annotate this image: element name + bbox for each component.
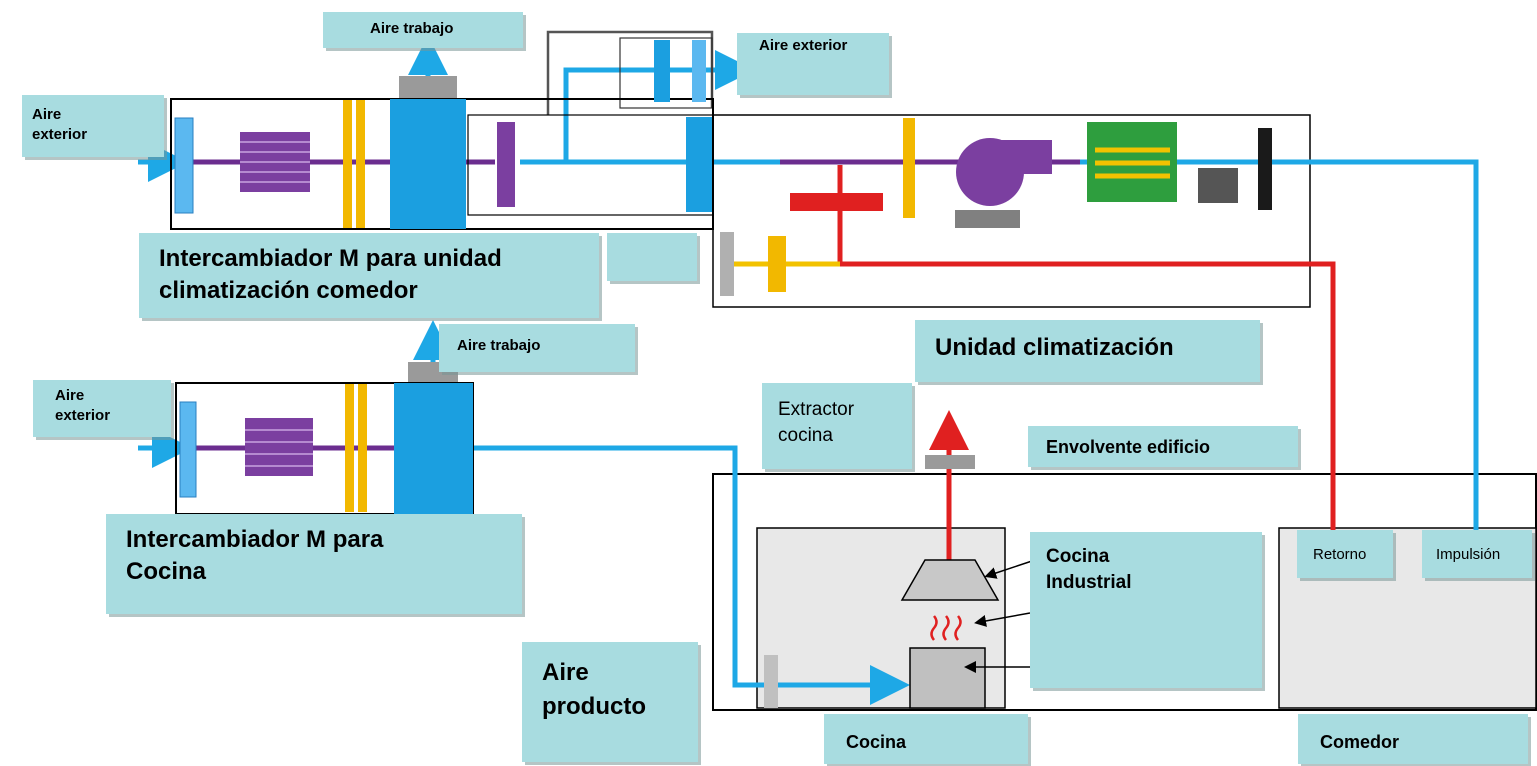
filter-icon (345, 384, 354, 512)
label-aire-exterior-1: Aire exterior (22, 95, 164, 157)
label-comedor: Comedor (1298, 714, 1528, 764)
label-cocina: Cocina (824, 714, 1028, 764)
filter-icon (179, 401, 197, 498)
filter-icon (1258, 128, 1272, 210)
label-envolvente-edificio: Envolvente edificio (1028, 426, 1298, 467)
cooling-tower-icon (394, 383, 473, 514)
label-intercambiador-comedor: Intercambiador M para unidad climatizaci… (139, 233, 599, 318)
heat-exchanger-icon (245, 418, 313, 476)
damper-icon (497, 122, 515, 207)
heat-waves-icon (930, 615, 962, 641)
label-aire-exterior-2: Aire exterior (33, 380, 171, 437)
damper-icon (790, 193, 883, 211)
damper-icon (654, 40, 670, 102)
filter-icon (356, 100, 365, 228)
filter-icon (174, 117, 194, 214)
label-impulsion: Impulsión (1422, 530, 1532, 578)
label-unidad-climatizacion: Unidad climatización (915, 320, 1260, 382)
filter-icon (358, 384, 367, 512)
hood-icon (900, 559, 1000, 601)
label-extractor-cocina: Extractor cocina (762, 383, 912, 469)
label-retorno: Retorno (1297, 530, 1393, 578)
filter-icon (692, 40, 706, 102)
stove-icon (909, 647, 986, 709)
fan-icon (399, 76, 457, 98)
damper-icon (768, 236, 786, 292)
cooling-tower-icon (390, 99, 466, 229)
label-aire-exterior-top: Aire exterior (737, 33, 889, 95)
filter-icon (720, 232, 734, 296)
label-aire-producto: Aire producto (522, 642, 698, 762)
kitchen-exhaust (925, 410, 975, 560)
heat-exchanger-icon (240, 132, 310, 192)
compressor-icon (1198, 168, 1238, 203)
label-empty-box (607, 233, 697, 281)
filter-icon (764, 655, 778, 708)
fan-icon (955, 138, 1052, 228)
coil-icon (1087, 122, 1177, 202)
damper-icon (686, 117, 712, 212)
label-aire-trabajo-2: Aire trabajo (439, 324, 635, 372)
filter-icon (903, 118, 915, 218)
filter-icon (343, 100, 352, 228)
label-cocina-industrial: Cocina Industrial (1030, 532, 1262, 688)
label-intercambiador-cocina: Intercambiador M para Cocina (106, 514, 522, 614)
label-aire-trabajo-top: Aire trabajo (323, 12, 523, 48)
